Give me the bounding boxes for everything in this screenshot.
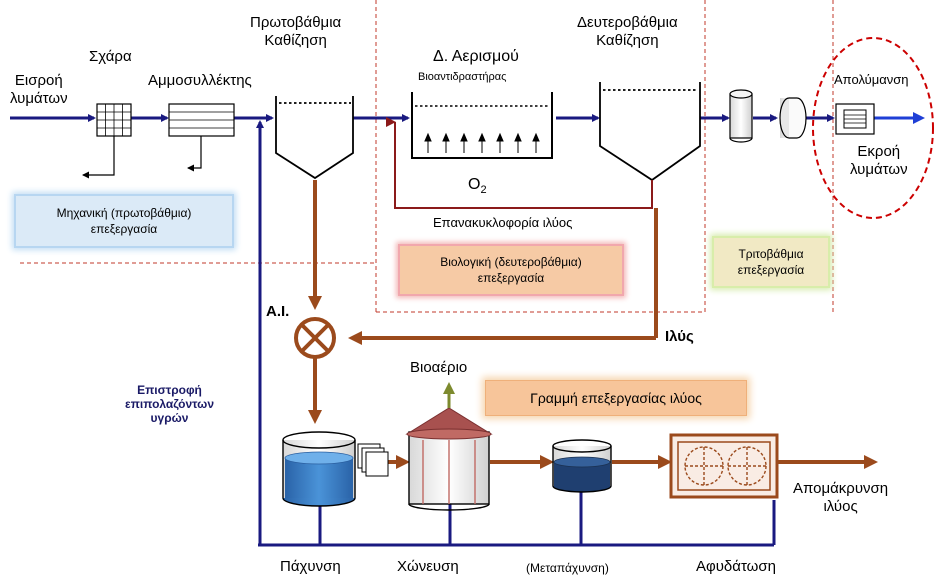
tertiary-treatment-box: Τριτοβάθμια επεξεργασία bbox=[712, 236, 830, 288]
biogas-arrow bbox=[443, 382, 455, 408]
return-liquids-label: Επιστροφή επιπολαζόντων υγρών bbox=[125, 383, 214, 426]
aeration-tank-icon bbox=[411, 92, 553, 159]
post-thickener-tank-icon bbox=[552, 439, 612, 493]
post-thickening-label: (Μεταπάχυνση) bbox=[526, 561, 609, 575]
sludge-treatment-line-box: Γραμμή επεξεργασίας ιλύος bbox=[485, 380, 747, 416]
oxygen-label: O2 bbox=[468, 176, 487, 197]
sludge-recirculation-line bbox=[386, 117, 653, 209]
primary-clarifier-icon bbox=[275, 96, 354, 180]
digester-tank-icon bbox=[405, 407, 493, 511]
aeration-subtitle: Βιοαντιδραστήρας bbox=[418, 71, 507, 83]
biological-treatment-box: Βιολογική (δευτεροβάθμια) επεξεργασία bbox=[398, 244, 624, 296]
thickening-label: Πάχυνση bbox=[280, 558, 341, 575]
mixer-valve-icon bbox=[294, 317, 336, 359]
dewatering-press-icon bbox=[669, 433, 779, 499]
sludge-label: Ιλύς bbox=[665, 328, 694, 345]
water-line bbox=[10, 114, 835, 547]
sludge-recirculation-label: Επανακυκλοφορία ιλύος bbox=[433, 215, 573, 230]
screen-grid-icon bbox=[82, 103, 132, 179]
secondary-settling-label: Δευτεροβάθμια Καθίζηση bbox=[577, 14, 678, 49]
biogas-label: Βιοαέριο bbox=[410, 359, 468, 376]
sludge-removal-label: Απομάκρυνση ιλύος bbox=[793, 480, 889, 515]
aeration-title: Δ. Αερισμού bbox=[433, 48, 519, 65]
filter-cylinder-icon bbox=[729, 89, 753, 143]
digestion-label: Χώνευση bbox=[397, 558, 459, 575]
influent-label: Εισροή λυμάτων bbox=[10, 72, 68, 107]
dewatering-label: Αφυδάτωση bbox=[696, 558, 776, 575]
disc-filter-icon bbox=[779, 97, 807, 139]
disinfection-highlight bbox=[812, 37, 934, 219]
thickener-tank-icon bbox=[282, 431, 356, 507]
effluent-label: Εκροή λυμάτων bbox=[850, 143, 908, 178]
grit-chamber-icon bbox=[168, 103, 235, 172]
documents-icon bbox=[357, 443, 389, 477]
uv-disinfection-icon bbox=[835, 103, 875, 135]
disinfection-label: Απολύμανση bbox=[834, 72, 909, 87]
mechanical-treatment-box: Μηχανική (πρωτοβάθμια) επεξεργασία bbox=[14, 194, 234, 248]
primary-settling-label: Πρωτοβάθμια Καθίζηση bbox=[250, 14, 342, 49]
mixer-label: Α.Ι. bbox=[266, 303, 290, 320]
secondary-clarifier-icon bbox=[599, 82, 701, 182]
screen-label: Σχάρα bbox=[89, 48, 132, 65]
sludge-line bbox=[308, 180, 878, 469]
grit-chamber-label: Αμμοσυλλέκτης bbox=[148, 72, 252, 89]
